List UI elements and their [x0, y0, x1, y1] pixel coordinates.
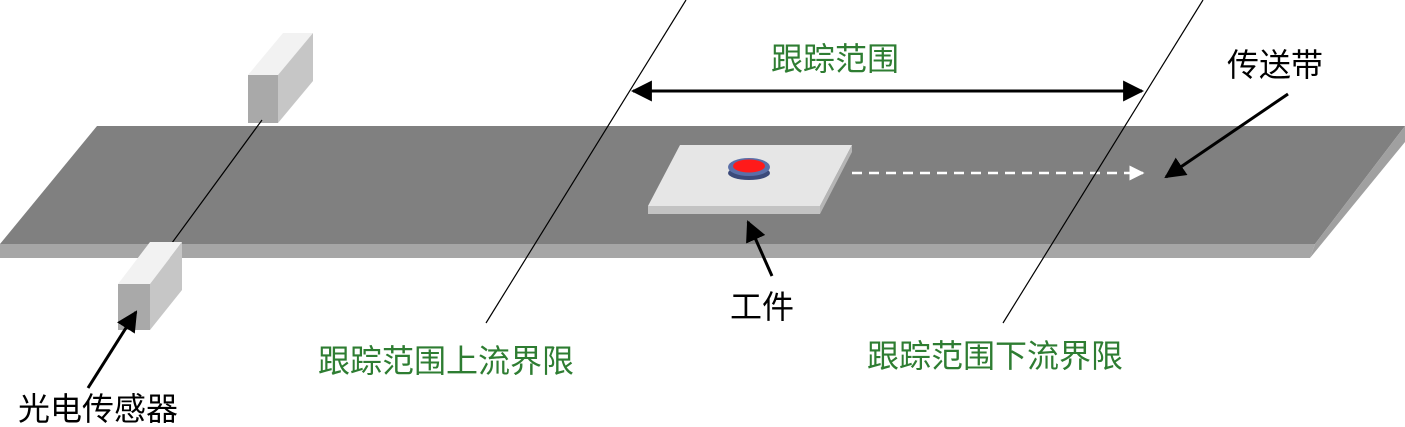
conveyor-label: 传送带: [1227, 46, 1323, 84]
sensor-beam-line: [157, 119, 263, 263]
upstream-limit-line: [485, 0, 687, 324]
conveyor-pointer-arrow: [1164, 92, 1289, 179]
tracking-range-label: 跟踪范围: [771, 40, 899, 78]
photo-sensor-upper: [248, 33, 313, 123]
workpiece-label: 工件: [730, 288, 794, 326]
workpiece-pointer-arrow: [746, 220, 774, 277]
workpiece: [648, 145, 852, 214]
downstream-limit-line: [1002, 0, 1204, 324]
downstream-limit-label: 跟踪范围下流界限: [867, 337, 1123, 375]
upstream-limit-label: 跟踪范围上流界限: [318, 342, 574, 380]
photo-sensor-label: 光电传感器: [18, 390, 178, 427]
photo-sensor-pointer-arrow: [86, 310, 138, 389]
red-marker-icon: [728, 158, 770, 180]
